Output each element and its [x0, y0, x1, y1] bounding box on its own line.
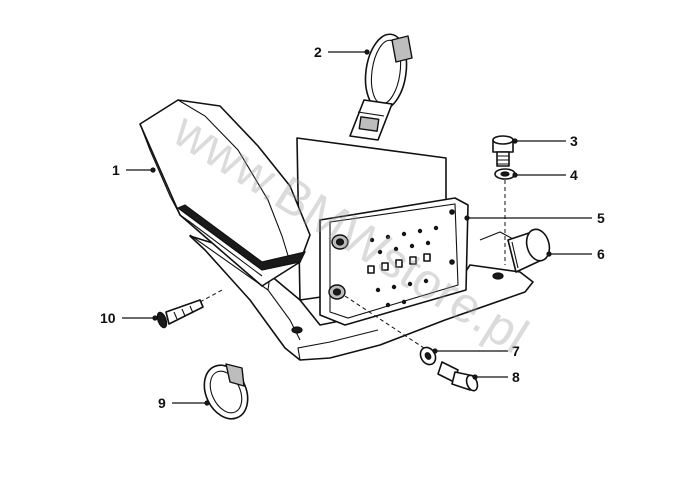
relay-plate — [319, 197, 469, 326]
cover — [139, 99, 311, 291]
terminal-grid — [367, 209, 455, 308]
callout-8: 8 — [512, 369, 520, 385]
callout-4: 4 — [570, 167, 578, 183]
callout-9: 9 — [158, 395, 166, 411]
hose-clamp-top — [349, 33, 413, 141]
mounting-bracket — [189, 231, 534, 361]
callout-5: 5 — [597, 210, 605, 226]
callout-10: 10 — [100, 310, 116, 326]
callout-7: 7 — [512, 343, 520, 359]
bolt-top — [492, 135, 514, 167]
callout-6: 6 — [597, 246, 605, 262]
screw — [156, 299, 204, 329]
hose-clamp-bottom — [203, 363, 249, 420]
callout-2: 2 — [314, 44, 322, 60]
leader-lines — [122, 49, 592, 406]
washer-bottom — [419, 346, 437, 366]
washer-top — [494, 168, 516, 180]
flasher-relay — [507, 228, 551, 273]
callout-3: 3 — [570, 133, 578, 149]
callout-labels: 1 2 3 4 5 6 7 8 9 10 — [100, 44, 605, 411]
callout-1: 1 — [112, 162, 120, 178]
